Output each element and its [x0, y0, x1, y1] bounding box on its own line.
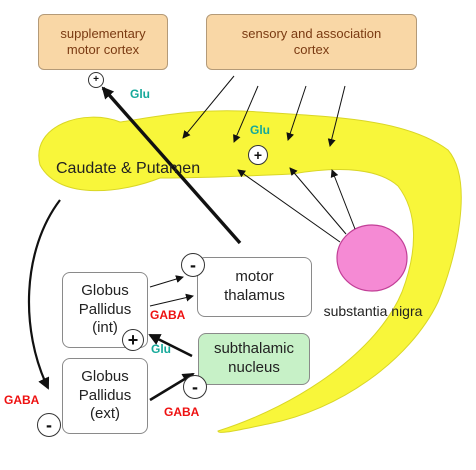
gpi-line-3: (int)	[92, 319, 118, 337]
cortex-striatum-arrow	[233, 85, 259, 143]
motor-thalamus-label: motor thalamus	[224, 268, 285, 304]
striatum-shape	[38, 110, 462, 433]
gaba-label-gpe-stn: GABA	[164, 405, 200, 419]
subthalamic-nucleus-box: subthalamic nucleus	[198, 333, 310, 385]
sensory-association-cortex-box: sensory and association cortex	[206, 14, 417, 70]
gpi-line-1: Globus	[81, 281, 129, 299]
gpi-thalamus-arrow	[149, 275, 184, 288]
gpi-line-2: Pallidus	[78, 300, 132, 318]
cortex-striatum-arrow	[327, 85, 346, 147]
glu-label-motor-cortex: Glu	[130, 87, 150, 101]
gpe-line-1: Globus	[81, 367, 129, 385]
nigra-striatum-arrow	[330, 169, 356, 230]
supplementary-motor-cortex-box: supplementary motor cortex	[38, 14, 168, 70]
plus-sign-motor-cortex: +	[88, 72, 104, 88]
striatum-gpe-pathway	[27, 199, 61, 390]
globus-pallidus-ext-box: Globus Pallidus (ext)	[62, 358, 148, 434]
cortex-striatum-arrow	[286, 85, 307, 141]
stn-gpi-pathway	[148, 333, 193, 358]
minus-sign-gpe: -	[37, 413, 61, 437]
motor-thalamus-box: motor thalamus	[197, 257, 312, 317]
plus-sign-gpi: +	[122, 329, 144, 351]
glu-label-stn-gpi: Glu	[151, 342, 171, 356]
minus-sign-thalamus: -	[181, 253, 205, 277]
substantia-nigra-label-box: substantia nigra	[318, 292, 428, 332]
substantia-nigra-label: substantia nigra	[323, 303, 423, 320]
minus-sign-stn: -	[183, 375, 207, 399]
gpe-line-2: Pallidus	[78, 386, 132, 404]
supplementary-motor-cortex-label: supplementary motor cortex	[60, 25, 146, 57]
nigra-striatum-arrow	[237, 169, 341, 243]
gpe-line-3: (ext)	[90, 405, 120, 423]
gaba-label-striatum-gpe: GABA	[4, 393, 40, 407]
glu-label-striatum: Glu	[250, 123, 270, 137]
subthalamic-nucleus-label: subthalamic nucleus	[213, 340, 295, 376]
cortex-striatum-arrow	[182, 75, 235, 139]
plus-sign-striatum: +	[248, 145, 268, 165]
gaba-label-gpi-thalamus: GABA	[150, 308, 186, 322]
substantia-nigra-shape	[336, 224, 408, 292]
thalamus-cortex-pathway	[101, 86, 242, 245]
globus-pallidus-int-box: Globus Pallidus (int)	[62, 272, 148, 348]
caudate-putamen-label: Caudate & Putamen	[56, 160, 201, 177]
gpi-thalamus-arrow	[149, 293, 194, 307]
nigra-striatum-arrow	[289, 167, 347, 235]
sensory-association-cortex-label: sensory and association cortex	[241, 25, 382, 57]
